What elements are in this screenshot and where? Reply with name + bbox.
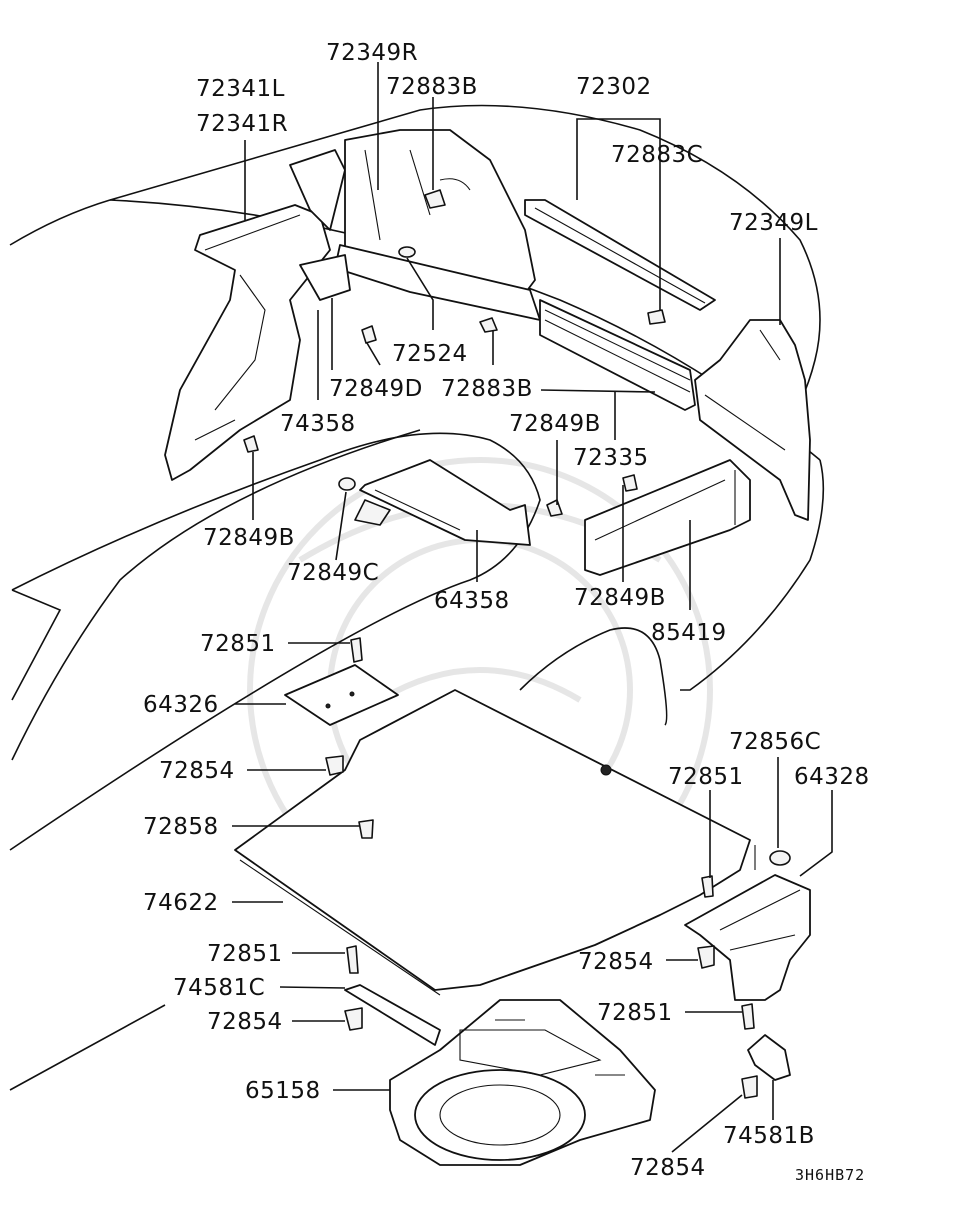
label-72856C: 72856C <box>729 729 821 755</box>
label-72849C: 72849C <box>287 560 379 586</box>
label-72854-a: 72854 <box>159 758 235 784</box>
floor-board-74622 <box>234 689 756 996</box>
label-72851-b: 72851 <box>668 764 744 790</box>
spare-tire-tray-65158 <box>389 999 656 1166</box>
label-74581B: 74581B <box>723 1123 815 1149</box>
car-body-outline <box>9 104 825 1091</box>
label-72883C: 72883C <box>611 142 703 168</box>
label-74622: 74622 <box>143 890 219 916</box>
label-72349R: 72349R <box>326 40 418 66</box>
rear-center-panel <box>299 129 541 321</box>
label-72854-d: 72854 <box>630 1155 706 1181</box>
label-72335: 72335 <box>573 445 649 471</box>
label-72854-c: 72854 <box>207 1009 283 1035</box>
trunk-sill-72335 <box>539 299 696 411</box>
label-72854-b: 72854 <box>578 949 654 975</box>
label-74581C: 74581C <box>173 975 265 1001</box>
leader-lines <box>232 62 833 1153</box>
label-72849D: 72849D <box>329 376 423 402</box>
label-72849B-b: 72849B <box>203 525 295 551</box>
label-72849B-c: 72849B <box>574 585 666 611</box>
label-72349L: 72349L <box>729 210 818 236</box>
label-72341L: 72341L <box>196 76 285 102</box>
bracket-74581B <box>747 1034 791 1081</box>
label-64326: 64326 <box>143 692 219 718</box>
left-side-trim <box>164 149 346 481</box>
panel-64358 <box>354 459 531 546</box>
right-side-trim <box>694 319 811 521</box>
label-72851-c: 72851 <box>207 941 283 967</box>
label-72883B-mid: 72883B <box>441 376 533 402</box>
drawing-code: 3H6HB72 <box>795 1166 865 1184</box>
label-72524: 72524 <box>392 341 468 367</box>
label-72302: 72302 <box>576 74 652 100</box>
strap-74581C <box>344 984 441 1046</box>
callout-labels: 72349R 72341L 72883B 72302 72341R 72883C… <box>143 40 870 1184</box>
label-85419: 85419 <box>651 620 727 646</box>
side-box-64328 <box>684 874 811 1001</box>
label-74358: 74358 <box>280 411 356 437</box>
label-72851-d: 72851 <box>597 1000 673 1026</box>
label-64328: 64328 <box>794 764 870 790</box>
label-72341R: 72341R <box>196 111 288 137</box>
label-72849B-a: 72849B <box>509 411 601 437</box>
panel-64326 <box>284 664 399 726</box>
label-72858: 72858 <box>143 814 219 840</box>
label-72883B-top: 72883B <box>386 74 478 100</box>
label-72851-a: 72851 <box>200 631 276 657</box>
fasteners <box>243 189 791 1099</box>
sill-plate-72302 <box>524 199 716 311</box>
label-65158: 65158 <box>245 1078 321 1104</box>
duct-85419 <box>584 459 751 576</box>
label-64358: 64358 <box>434 588 510 614</box>
